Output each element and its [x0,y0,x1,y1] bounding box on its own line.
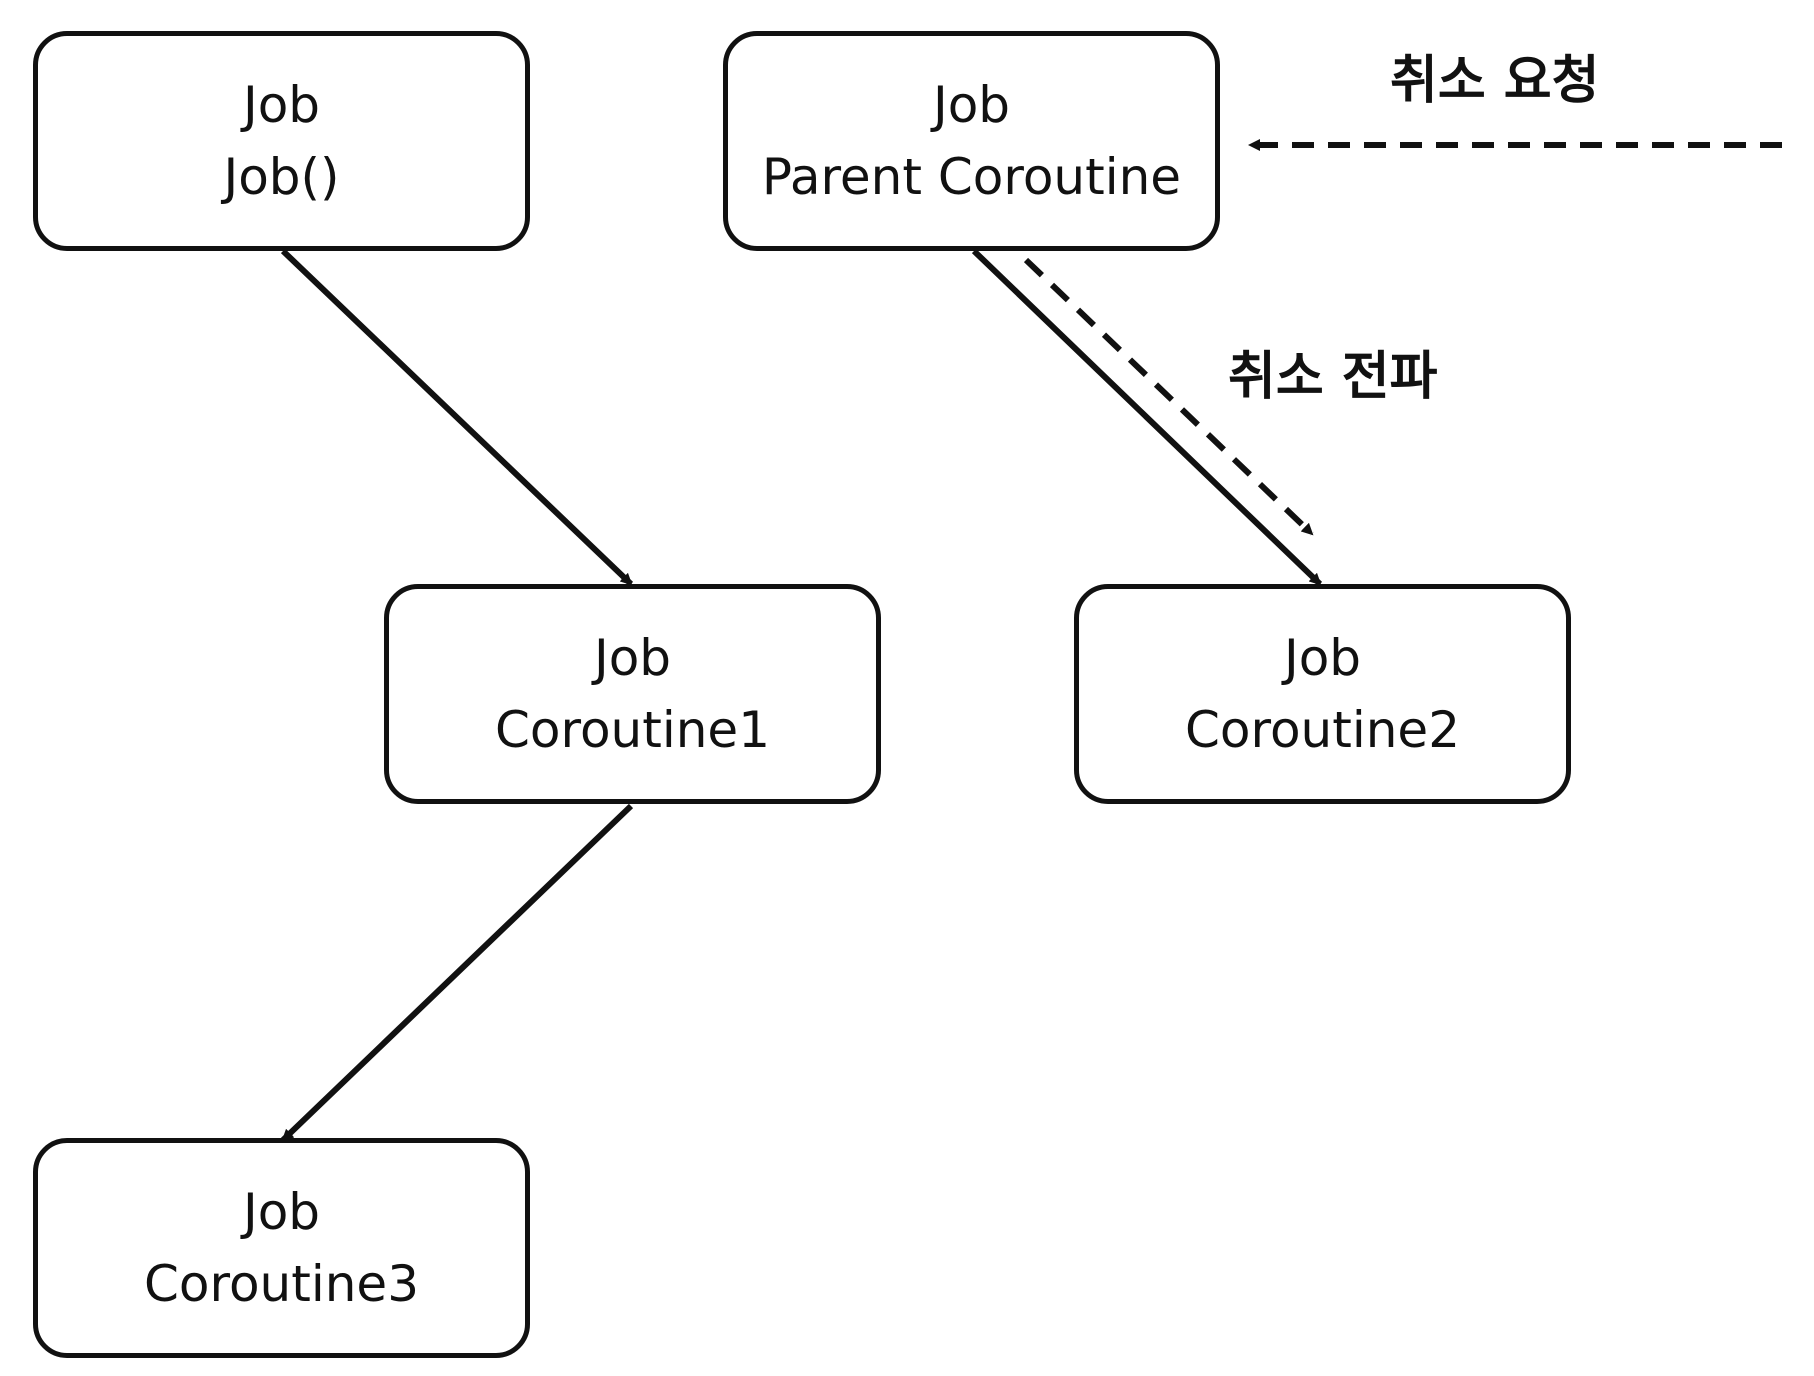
edge-parent-to-coroutine2 [971,248,1323,587]
node-job-standalone: Job Job() [33,31,530,251]
node-coroutine2: Job Coroutine2 [1074,584,1571,804]
node-parent-coroutine: Job Parent Coroutine [723,31,1220,251]
cancel-propagation-label: 취소 전파 [1228,347,1438,407]
cancel-request-label: 취소 요청 [1390,51,1600,111]
node-type-label: Job [242,1183,321,1241]
node-name-label: Parent Coroutine [761,148,1182,206]
edge-cancel-propagation-dashed [1023,257,1315,537]
node-type-label: Job [593,629,672,687]
node-type-label: Job [932,76,1011,134]
node-name-label: Coroutine3 [144,1255,419,1313]
node-name-label: Coroutine1 [495,701,770,759]
node-coroutine1: Job Coroutine1 [384,584,881,804]
node-type-label: Job [1283,629,1362,687]
node-name-label: Coroutine2 [1185,701,1460,759]
node-type-label: Job [242,76,321,134]
edge-job-to-coroutine1 [280,248,634,587]
edge-coroutine1-to-coroutine3 [280,803,634,1143]
node-name-label: Job() [223,148,340,206]
node-coroutine3: Job Coroutine3 [33,1138,530,1358]
